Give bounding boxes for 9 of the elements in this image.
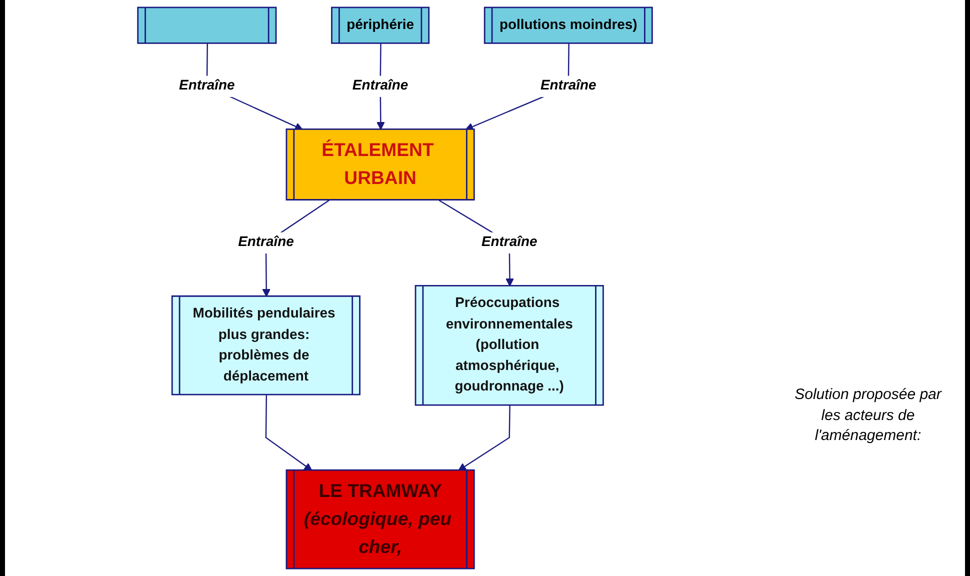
edge-label: Entraîne — [238, 234, 294, 250]
arrow — [265, 395, 312, 471]
edge-label: Entraîne — [352, 78, 408, 94]
note-text: Solution proposée par les acteurs de l'aménagement: — [794, 385, 943, 446]
node-box — [137, 6, 277, 44]
arrow — [458, 406, 510, 471]
edge-label: Entraîne — [540, 78, 596, 94]
edge-label: Entraîne — [179, 78, 235, 94]
edge-label: Entraîne — [481, 234, 538, 250]
